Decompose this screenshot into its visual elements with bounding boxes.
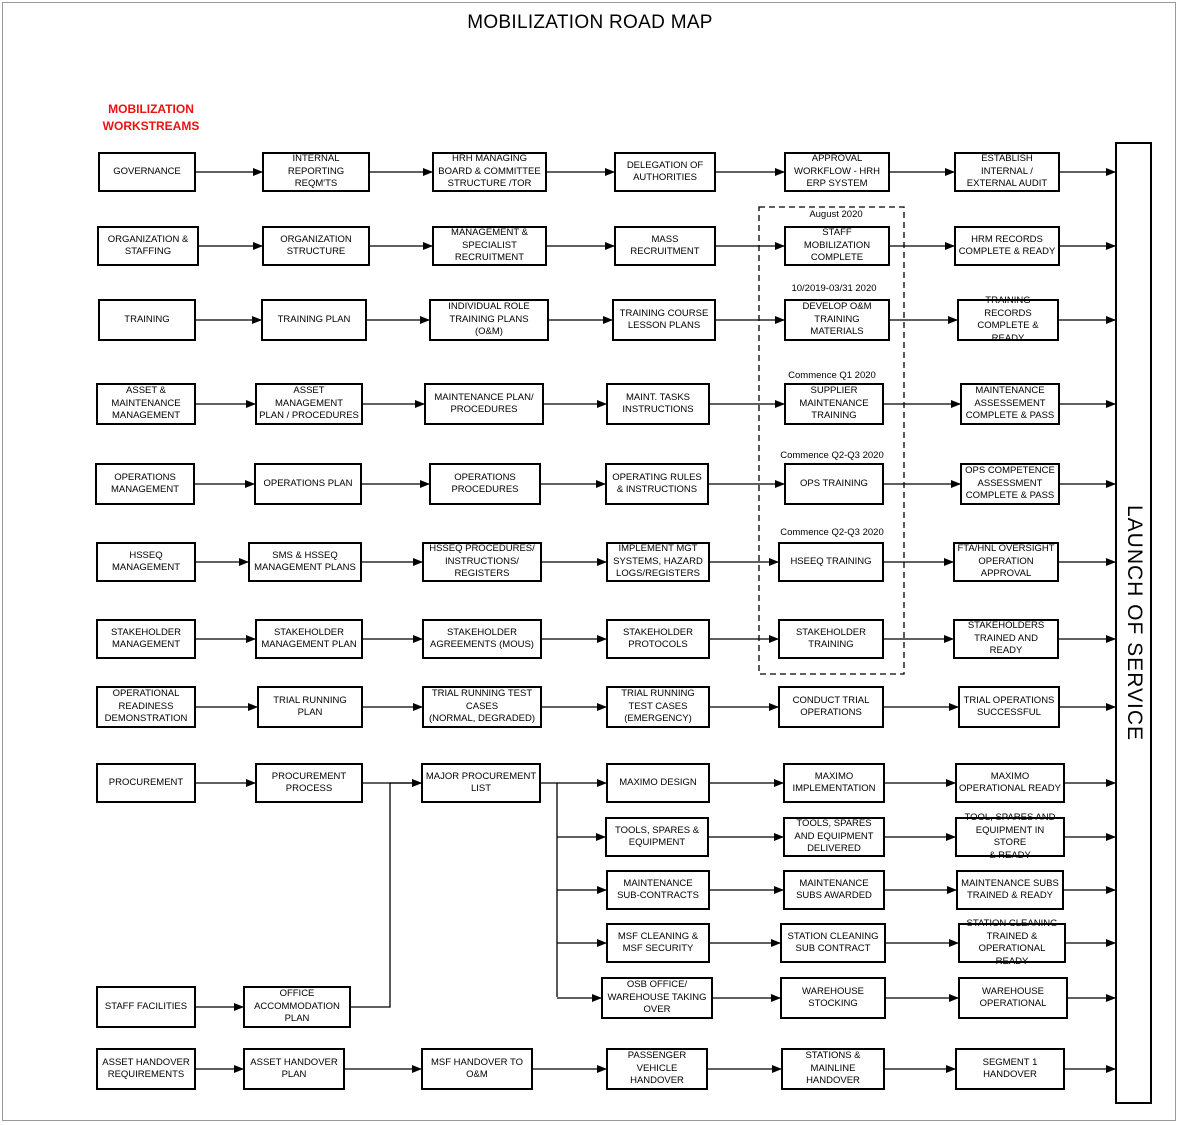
step-box-org2: ORGANIZATION STRUCTURE xyxy=(262,226,370,266)
arrow-group xyxy=(195,168,1116,1073)
step-box-trl2: TRIAL RUNNING PLAN xyxy=(257,686,363,728)
step-box-stk3: STAKEHOLDER AGREEMENTS (MoUs) xyxy=(422,619,542,659)
step-box-ops5: OPS TRAINING xyxy=(784,463,884,505)
step-box-trl1: OPERATIONAL READINESS DEMONSTRATION xyxy=(96,686,196,728)
step-box-gov6: ESTABLISH INTERNAL / EXTERNAL AUDIT xyxy=(954,152,1060,192)
step-box-msc2: MAINTENANCE SUBS AWARDED xyxy=(783,870,885,910)
step-box-trl6: TRIAL OPERATIONS SUCCESSFUL xyxy=(958,686,1060,728)
step-box-msf2: STATION CLEANING SUB CONTRACT xyxy=(780,923,886,963)
step-box-trn3: INDIVIDUAL ROLE TRAINING PLANS (O&M) xyxy=(429,299,549,341)
step-box-gov2: INTERNAL REPORTING REQM'TS xyxy=(262,152,370,192)
step-box-ast3: MAINTENANCE PLAN/ PROCEDURES xyxy=(424,383,544,425)
step-box-ah3: MSF HANDOVER TO O&M xyxy=(421,1048,533,1090)
step-box-hse4: IMPLEMENT MGT SYSTEMS, HAZARD LOGS/REGIS… xyxy=(606,542,710,582)
step-box-ast2: ASSET MANAGEMENT PLAN / PROCEDURES xyxy=(255,383,363,425)
launch-of-service-label: LAUNCH OF SERVICE xyxy=(1122,505,1146,741)
step-box-ah6: SEGMENT 1 HANDOVER xyxy=(955,1048,1065,1090)
step-box-ops2: OPERATIONS PLAN xyxy=(254,463,362,505)
workstreams-header: MOBILIZATION WORKSTREAMS xyxy=(102,102,200,133)
step-box-osb3: WAREHOUSE OPERATIONAL xyxy=(958,977,1068,1019)
tag-ast-label: Commence Q1 2020 xyxy=(788,370,876,381)
step-box-sf2: OFFICE ACCOMMODATION PLAN xyxy=(243,986,351,1028)
step-box-ast4: MAINT. TASKS INSTRUCTIONS xyxy=(606,383,710,425)
step-box-stk6: STAKEHOLDERS TRAINED AND READY xyxy=(953,619,1059,659)
step-box-osb1: OSB OFFICE/ WAREHOUSE TAKING OVER xyxy=(601,977,713,1019)
step-box-tls1: TOOLS, SPARES & EQUIPMENT xyxy=(605,817,709,857)
step-box-org5: STAFF MOBILIZATION COMPLETE xyxy=(784,226,890,266)
step-box-hse6: FTA/HNL OVERSIGHT OPERATION APPROVAL xyxy=(953,542,1059,582)
step-box-trl4: TRIAL RUNNING TEST CASES (EMERGENCY) xyxy=(606,686,710,728)
step-box-gov1: GOVERNANCE xyxy=(98,152,196,192)
connector-arrow-72 xyxy=(541,782,558,997)
step-box-ops6: OPS COMPETENCE ASSESSMENT COMPLETE & PAS… xyxy=(960,463,1060,505)
step-box-msf3: STATION CLEANING TRAINED & OPERATIONAL R… xyxy=(958,918,1066,967)
step-box-prc2: PROCUREMENT PROCESS xyxy=(255,763,363,803)
step-box-ast1: ASSET & MAINTENANCE MANAGEMENT xyxy=(96,383,196,425)
step-box-osb2: WAREHOUSE STOCKING xyxy=(780,977,886,1019)
step-box-org4: MASS RECRUITMENT xyxy=(614,226,716,266)
step-box-ah1: ASSET HANDOVER REQUIREMENTS xyxy=(96,1048,196,1090)
connector-arrow-78 xyxy=(351,779,422,1008)
step-box-hse3: HSSEQ PROCEDURES/ INSTRUCTIONS/ REGISTER… xyxy=(422,542,542,582)
step-box-stk4: STAKEHOLDER PROTOCOLS xyxy=(606,619,710,659)
step-box-prc6: MAXIMO OPERATIONAL READY xyxy=(955,763,1065,803)
step-box-ast6: MAINTENANCE ASSESSEMENT COMPLETE & PASS xyxy=(960,383,1060,425)
step-box-trl5: CONDUCT TRIAL OPERATIONS xyxy=(778,686,884,728)
step-box-ops1: OPERATIONS MANAGEMENT xyxy=(95,463,195,505)
step-box-trn1: TRAINING xyxy=(98,299,196,341)
step-box-stk1: STAKEHOLDER MANAGEMENT xyxy=(96,619,196,659)
step-box-msc1: MAINTENANCE SUB-CONTRACTS xyxy=(606,870,710,910)
launch-of-service-bar: LAUNCH OF SERVICE xyxy=(1115,142,1152,1104)
training-window-box xyxy=(758,206,905,675)
tag-hse-label: Commence Q2-Q3 2020 xyxy=(780,527,884,538)
step-box-gov4: DELEGATION OF AUTHORITIES xyxy=(614,152,716,192)
step-box-hse2: SMS & HSSEQ MANAGEMENT PLANS xyxy=(248,542,362,582)
step-box-prc3: MAJOR PROCUREMENT LIST xyxy=(421,763,541,803)
page-title: MOBILIZATION ROAD MAP xyxy=(467,12,713,33)
step-box-trn5: DEVELOP O&M TRAINING MATERIALS xyxy=(784,299,890,341)
tag-ops-label: Commence Q2-Q3 2020 xyxy=(780,450,884,461)
step-box-ah4: PASSENGER VEHICLE HANDOVER xyxy=(606,1048,708,1090)
step-box-msf1: MSF CLEANING & MSF SECURITY xyxy=(606,923,710,963)
step-box-sf1: STAFF FACILITIES xyxy=(96,986,196,1028)
step-box-msc3: MAINTENANCE SUBS TRAINED & READY xyxy=(956,870,1064,910)
step-box-ops4: OPERATING RULES & INSTRUCTIONS xyxy=(605,463,709,505)
step-box-trl3: TRIAL RUNNING TEST CASES (NORMAL, DEGRAD… xyxy=(422,686,542,728)
step-box-hse5: HSEEQ TRAINING xyxy=(778,542,884,582)
step-box-ah5: STATIONS & MAINLINE HANDOVER xyxy=(781,1048,885,1090)
step-box-hse1: HSSEQ MANAGEMENT xyxy=(96,542,196,582)
step-box-stk5: STAKEHOLDER TRAINING xyxy=(778,619,884,659)
step-box-trn2: TRAINING PLAN xyxy=(261,299,367,341)
step-box-prc5: MAXIMO IMPLEMENTATION xyxy=(783,763,885,803)
step-box-ah2: ASSET HANDOVER PLAN xyxy=(243,1048,345,1090)
tag-trn-label: 10/2019-03/31 2020 xyxy=(791,283,877,294)
step-box-ops3: OPERATIONS PROCEDURES xyxy=(429,463,541,505)
step-box-trn6: TRAINING RECORDS COMPLETE & READY xyxy=(957,295,1059,344)
step-box-stk2: STAKEHOLDER MANAGEMENT PLAN xyxy=(255,619,363,659)
step-box-gov3: HRH MANAGING BOARD & COMMITTEE STRUCTURE… xyxy=(432,152,547,192)
step-box-tls3: TOOL, SPARES AND EQUIPMENT IN STORE & RE… xyxy=(955,812,1065,861)
step-box-ast5: SUPPLIER MAINTENANCE TRAINING xyxy=(784,383,884,425)
step-box-tls2: TOOLS, SPARES AND EQUIPMENT DELIVERED xyxy=(783,817,885,857)
step-box-org1: ORGANIZATION & STAFFING xyxy=(97,226,199,266)
step-box-prc1: PROCUREMENT xyxy=(96,763,196,803)
step-box-gov5: APPROVAL WORKFLOW - HRH ERP SYSTEM xyxy=(784,152,890,192)
step-box-org6: HRM RECORDS COMPLETE & READY xyxy=(954,226,1060,266)
step-box-org3: MANAGEMENT & SPECIALIST RECRUITMENT xyxy=(432,226,547,266)
step-box-trn4: TRAINING COURSE LESSON PLANS xyxy=(612,299,716,341)
tag-org-label: August 2020 xyxy=(809,209,863,220)
step-box-prc4: MAXIMO DESIGN xyxy=(606,763,710,803)
